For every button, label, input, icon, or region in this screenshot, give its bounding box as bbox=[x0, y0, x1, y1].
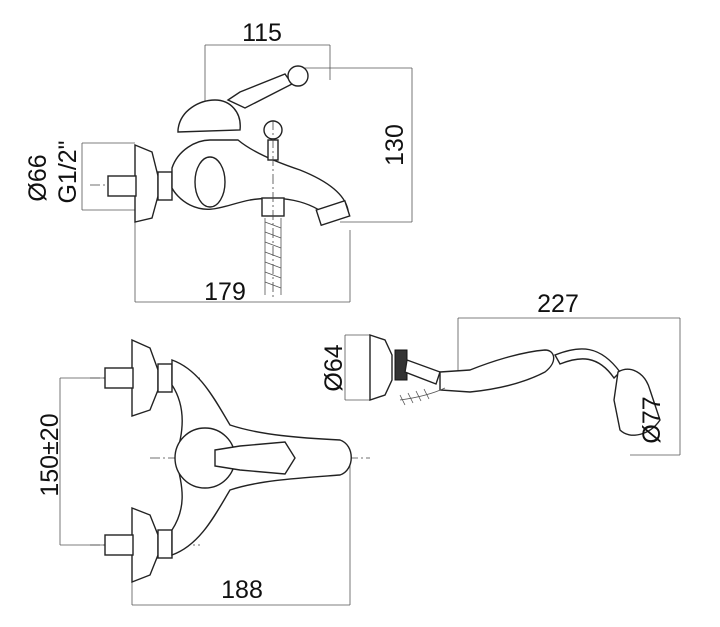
dimension-shower-head-diameter: Ø77 bbox=[638, 396, 666, 443]
hand-shower-view bbox=[344, 317, 681, 456]
dimension-top-width: 115 bbox=[242, 19, 282, 47]
dimension-center-distance: 150±20 bbox=[36, 413, 64, 496]
dimension-connection-thread: G1/2" bbox=[54, 140, 82, 203]
dimension-hand-shower-length: 227 bbox=[537, 290, 579, 318]
dimension-bottom-width: 188 bbox=[221, 576, 263, 604]
dimension-flange-diameter: Ø66 bbox=[24, 154, 52, 201]
dimension-top-height: 130 bbox=[381, 124, 409, 166]
front-elevation-view bbox=[59, 338, 370, 606]
dimension-top-projection: 179 bbox=[204, 278, 246, 306]
side-elevation-view bbox=[81, 44, 413, 303]
dimension-holder-diameter: Ø64 bbox=[320, 344, 348, 391]
